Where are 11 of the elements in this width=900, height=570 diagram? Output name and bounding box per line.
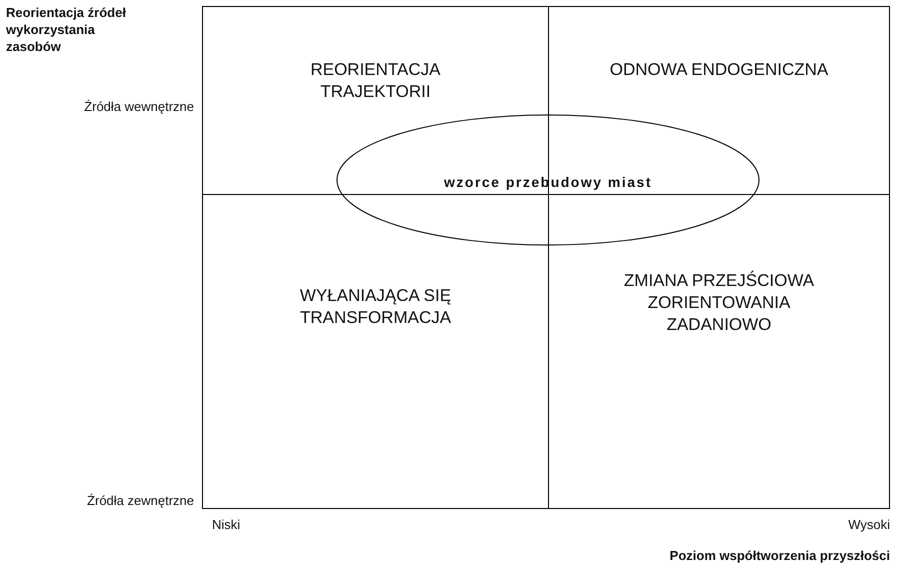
axis-tick-label: Wysoki <box>848 517 890 532</box>
ellipse-shape <box>336 114 760 246</box>
quadrant-title: ZMIANA PRZEJŚCIOWA ZORIENTOWANIA ZADANIOWO <box>622 270 816 336</box>
quadrant-title: WYŁANIAJĄCA SIĘ TRANSFORMACJA <box>298 285 452 329</box>
axis-tick-label: Niski <box>212 517 240 532</box>
quadrant-panel <box>202 194 549 509</box>
axis-title: Reorientacja źródeł wykorzystania zasobów <box>6 4 127 55</box>
quadrant-title: ODNOWA ENDOGENICZNA <box>609 59 829 81</box>
quadrant-title: REORIENTACJA TRAJEKTORII <box>309 59 442 103</box>
axis-title: Poziom współtworzenia przyszłości <box>670 548 890 563</box>
quadrant-panel <box>548 194 890 509</box>
